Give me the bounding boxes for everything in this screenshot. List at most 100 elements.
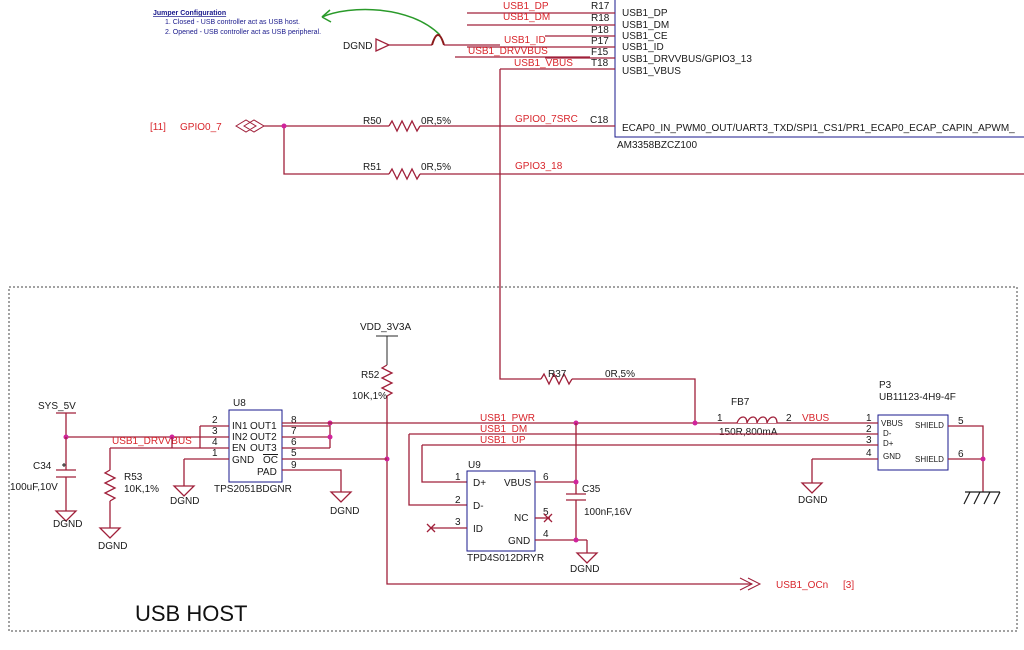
soc-ball-ecap: C18 <box>590 115 609 126</box>
no-connect-icon <box>426 523 436 533</box>
fb7-ferrite <box>736 416 778 424</box>
u8-part: TPS2051BDGNR <box>214 484 292 495</box>
ground-icon <box>575 552 599 564</box>
soc-ball-5: T18 <box>591 58 609 69</box>
ocn-ref: [3] <box>843 580 854 591</box>
u8-n4: 4 <box>212 437 218 448</box>
u8-pin-pad: PAD <box>257 467 277 478</box>
r37-value: 0R,5% <box>605 369 635 380</box>
soc-net-0: USB1_DP <box>503 1 549 12</box>
ground-icon <box>800 482 824 494</box>
u9-n1: 1 <box>455 472 461 483</box>
u9-pin-nc: NC <box>514 513 528 524</box>
c34-ref: C34 <box>33 461 52 472</box>
soc-ball-2: P18 <box>591 25 609 36</box>
gpio0-7src-net: GPIO0_7SRC <box>515 114 578 125</box>
u9-pin-dm: D- <box>473 501 484 512</box>
soc-pin-5: USB1_VBUS <box>622 66 681 77</box>
jumper-line1: 1. Closed - USB controller act as USB ho… <box>165 19 300 26</box>
p3-n1: 1 <box>866 413 872 424</box>
gpio3-18-net: GPIO3_18 <box>515 161 563 172</box>
soc-pin-ecap: ECAP0_IN_PWM0_OUT/UART3_TXD/SPI1_CS1/PR1… <box>622 123 1015 134</box>
u8-n8: 8 <box>291 415 297 426</box>
u8-n5: 5 <box>291 448 297 459</box>
p3-pin-dm: D- <box>883 429 892 438</box>
r37-resistor <box>540 372 573 386</box>
polarity-icon <box>62 463 66 467</box>
r52-resistor <box>380 364 394 397</box>
soc-pin-1: USB1_DM <box>622 20 669 31</box>
r53-resistor <box>103 469 117 502</box>
up-net: USB1_UP <box>480 435 526 446</box>
p3-n2: 2 <box>866 424 872 435</box>
u8-chip <box>228 409 283 483</box>
p3-ref: P3 <box>879 380 892 391</box>
soc-ball-0: R17 <box>591 1 610 12</box>
soc-ball-1: R18 <box>591 13 610 24</box>
ocn-net: USB1_OCn <box>776 580 828 591</box>
vbus-net: VBUS <box>802 413 830 424</box>
p3-pin-shield2: SHIELD <box>915 455 944 464</box>
soc-ball-4: F15 <box>591 47 609 58</box>
soc-pin-3: USB1_ID <box>622 42 664 53</box>
r50-ref: R50 <box>363 116 382 127</box>
soc-symbol: USB1_DP USB1_DM USB1_ID USB1_DRVVBUS USB… <box>467 0 1024 151</box>
r51-ref: R51 <box>363 162 382 173</box>
fb7-value: 150R,800mA <box>719 427 778 438</box>
u9-part: TPD4S012DRYR <box>467 553 544 564</box>
u8-n7: 7 <box>291 426 297 437</box>
ground-icon <box>329 491 353 503</box>
u9-pin-dp: D+ <box>473 478 486 489</box>
jumper-title: Jumper Configuration <box>153 10 226 17</box>
p3-pin-gnd: GND <box>883 452 901 461</box>
soc-net-1: USB1_DM <box>503 12 550 23</box>
junction <box>281 123 287 129</box>
junction <box>980 456 986 462</box>
u8-pin-in2: IN2 <box>232 432 248 443</box>
u8-n6: 6 <box>291 437 297 448</box>
fb7-p1: 1 <box>717 413 723 424</box>
p3-n5: 5 <box>958 416 964 427</box>
u8-n3: 3 <box>212 426 218 437</box>
junction <box>327 434 333 440</box>
u9-pin-id: ID <box>473 524 483 535</box>
c35-capacitor <box>566 423 586 540</box>
vdd-label: VDD_3V3A <box>360 322 411 333</box>
u9-pin-gnd: GND <box>508 536 530 547</box>
u8-pin-gnd: GND <box>232 455 254 466</box>
soc-net-4: USB1_DRVVBUS <box>468 46 548 57</box>
u8-n2: 2 <box>212 415 218 426</box>
p3-n4: 4 <box>866 448 872 459</box>
r50-value: 0R,5% <box>421 116 451 127</box>
c35-ref: C35 <box>582 484 601 495</box>
u8-pin-out3: OUT3 <box>250 443 277 454</box>
u9-n6: 6 <box>543 472 549 483</box>
junction <box>573 479 579 485</box>
u9-n5: 5 <box>543 507 549 518</box>
p3-connector <box>877 414 949 471</box>
jumper-note: Jumper Configuration 1. Closed - USB con… <box>153 10 321 36</box>
soc-pin-0: USB1_DP <box>622 8 668 19</box>
ground-icon <box>98 527 122 539</box>
no-connect-icon <box>543 513 553 523</box>
c34-capacitor <box>56 437 76 511</box>
jumper-line2: 2. Opened - USB controller act as USB pe… <box>165 29 321 36</box>
r53-value: 10K,1% <box>124 484 159 495</box>
jumper-j: DGND <box>343 34 590 58</box>
p3-pin-vbus: VBUS <box>881 419 903 428</box>
bidir-port-icon <box>235 119 265 133</box>
ground-arrow-icon <box>375 37 391 53</box>
p3-n6: 6 <box>958 449 964 460</box>
dgnd-label-top: DGND <box>343 41 372 52</box>
soc-net-3: USB1_ID <box>504 35 546 46</box>
soc-part-number: AM3358BZCZ100 <box>617 140 697 151</box>
r37-ref: R37 <box>548 369 567 380</box>
jumper-icon <box>431 34 445 46</box>
dgnd-u8-pad: DGND <box>330 506 359 517</box>
dgnd-c35: DGND <box>570 564 599 575</box>
sys5v-label: SYS_5V <box>38 401 76 412</box>
fb7-p2: 2 <box>786 413 792 424</box>
ground-icon <box>172 485 196 497</box>
u8-pin-oc: OC <box>263 455 278 466</box>
